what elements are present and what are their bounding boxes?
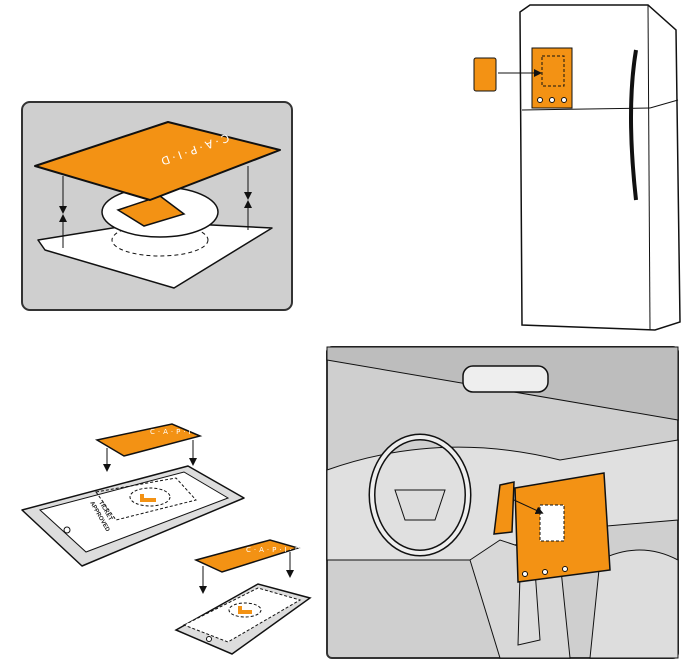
card	[34, 121, 281, 201]
card	[193, 539, 301, 573]
fridge-scene	[473, 4, 681, 331]
card	[473, 57, 497, 92]
card	[94, 423, 203, 457]
tablet-scene: TICKET APPROVED C·A·P·I·D	[21, 423, 245, 567]
card	[493, 481, 515, 535]
reader-scene: C·A·P·I·D	[21, 101, 293, 311]
check-icon	[238, 606, 252, 614]
svg-text:C·A·P·I·D: C·A·P·I·D	[150, 428, 207, 436]
check-icon	[140, 494, 156, 502]
svg-text:C·A·P·I·D: C·A·P·I·D	[246, 546, 303, 554]
chip-icon	[116, 195, 186, 227]
car-scene	[326, 346, 679, 659]
phone-scene: C·A·P·I·D	[174, 539, 312, 655]
